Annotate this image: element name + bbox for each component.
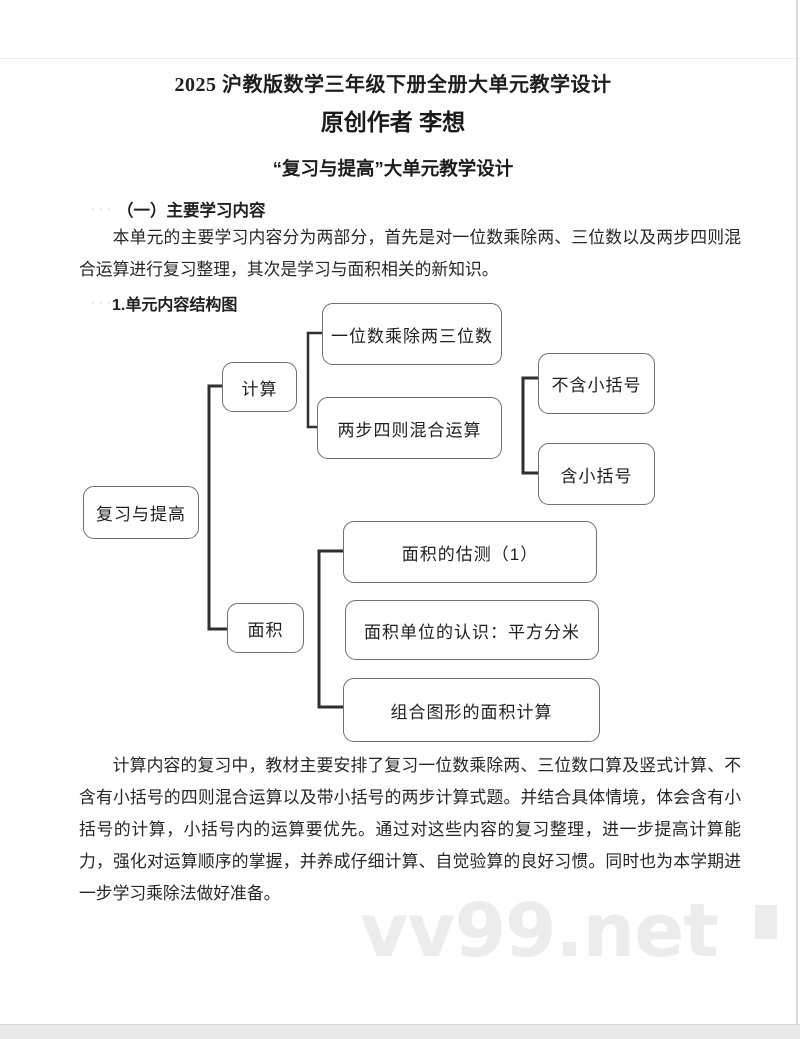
unit-title: “复习与提高”大单元教学设计 [272,158,514,179]
diagram-node-calc: 计算 [222,362,297,412]
diagram-node-label: 面积 [247,620,284,640]
diagram-node-area: 面积 [227,603,304,653]
diagram-node-label: 含小括号 [560,466,633,486]
diagram-node-calc-child1: 一位数乘除两三位数 [322,303,502,365]
watermark-text: vv99.net [360,888,719,974]
scan-artifact [90,301,112,305]
diagram-node-label: 组合图形的面积计算 [390,702,553,722]
diagram-node-with-parentheses: 含小括号 [538,443,655,505]
page-right-border [796,0,798,1024]
diagram-node-calc-child2: 两步四则混合运算 [317,397,502,459]
diagram-node-label: 面积单位的认识：平方分米 [364,622,580,642]
diagram-node-label: 面积的估测（1） [401,544,539,564]
page-gap-line [0,58,800,59]
diagram-node-label: 复习与提高 [96,505,186,524]
diagram-node-label: 两步四则混合运算 [337,420,482,440]
closing-paragraph: 计算内容的复习中，教材主要安排了复习一位数乘除两、三位数口算及竖式计算、不含有小… [79,756,741,903]
viewer-bottom-bar [0,1024,800,1039]
diagram-node-label: 不含小括号 [551,376,642,395]
diagram-node-area-child1: 面积的估测（1） [343,521,597,583]
section-heading: （一）主要学习内容 [117,201,266,220]
scan-artifact [90,207,112,211]
diagram-node-area-child2: 面积单位的认识：平方分米 [345,600,599,660]
diagram-node-area-child3: 组合图形的面积计算 [343,678,600,742]
diagram-node-root: 复习与提高 [83,486,199,539]
intro-paragraph: 本单元的主要学习内容分为两部分，首先是对一位数乘除两、三位数以及两步四则混合运算… [79,228,741,279]
author-line: 原创作者 李想 [320,109,466,135]
document-title: 2025 沪教版数学三年级下册全册大单元教学设计 [174,74,612,96]
watermark-fragment [755,905,777,939]
diagram-heading: 1.单元内容结构图 [112,297,238,314]
diagram-node-no-parentheses: 不含小括号 [538,353,655,414]
diagram-node-label: 计算 [241,379,278,399]
diagram-node-label: 一位数乘除两三位数 [331,326,493,346]
